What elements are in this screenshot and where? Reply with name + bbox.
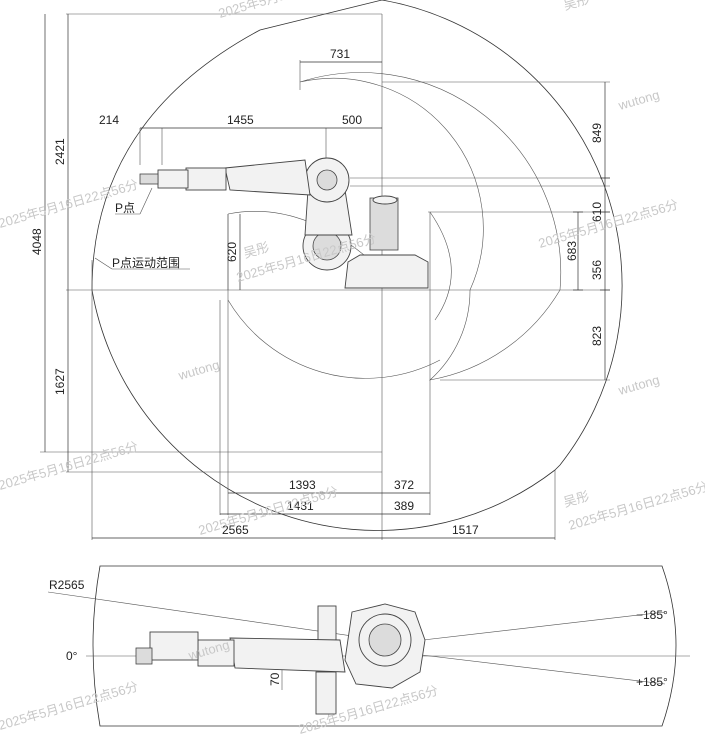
annotations: P点 P点运动范围	[94, 187, 190, 270]
wrist-head	[157, 169, 189, 189]
watermark-user: wutong	[616, 372, 661, 398]
flange	[139, 173, 159, 185]
dim-389: 389	[394, 499, 414, 513]
dim-1431: 1431	[287, 499, 314, 513]
dim-849: 849	[590, 123, 604, 143]
robot-motor	[369, 197, 399, 251]
dim-4048: 4048	[30, 228, 44, 255]
outer-envelope-arc	[91, 0, 623, 531]
arm-top	[229, 637, 346, 673]
dim-1455: 1455	[227, 113, 254, 127]
angle-plus-line	[379, 649, 666, 685]
watermark-user: wutong	[616, 87, 661, 113]
dim-372: 372	[394, 478, 414, 492]
dim-620: 620	[225, 242, 239, 262]
dimension-lines	[44, 14, 610, 539]
reference-lines	[40, 13, 610, 540]
flange-top	[135, 647, 153, 665]
radius-label: R2565	[49, 578, 85, 592]
p-range-label: P点运动范围	[112, 256, 180, 270]
dim-2421: 2421	[53, 138, 67, 165]
inner-reach-curve	[429, 211, 452, 321]
top-view-envelope	[92, 565, 677, 727]
watermark-date: 2025年5月16日22点56分	[0, 679, 140, 733]
watermark-user: wutong	[176, 357, 221, 383]
upper-arm	[224, 159, 311, 196]
dim-683: 683	[565, 241, 579, 261]
dim-1517: 1517	[452, 523, 479, 537]
angle-plus-label: +185°	[636, 675, 668, 689]
dim-214: 214	[99, 113, 119, 127]
robot-top-view	[135, 603, 426, 715]
dim-1627: 1627	[53, 368, 67, 395]
dim-731: 731	[330, 47, 350, 61]
wrist	[185, 167, 227, 191]
p-point-label: P点	[115, 201, 135, 215]
dim-2565: 2565	[222, 523, 249, 537]
lower-envelope-arc	[227, 299, 441, 379]
inner-envelope-arc	[299, 72, 561, 381]
robot-side-view	[139, 157, 429, 289]
watermark-name: 吴彤	[562, 488, 591, 510]
dim-823: 823	[590, 326, 604, 346]
watermark-name: 吴彤	[242, 239, 271, 261]
tool-top	[149, 631, 199, 661]
offset-label: 70	[268, 672, 282, 686]
dimension-labels: 731 214 1455 500 849 610 683 356 823 404…	[30, 47, 604, 537]
angle-zero-label: 0°	[66, 649, 78, 663]
robot-base	[344, 254, 429, 289]
dim-610: 610	[590, 202, 604, 222]
dim-500: 500	[342, 113, 362, 127]
angle-minus-line	[379, 611, 666, 646]
top-view: R2565 0° −185° +185° 70	[47, 565, 690, 727]
watermark-date: 2025年5月16日22点56分	[537, 197, 680, 251]
watermark-date: 2025年5月16日22点56分	[197, 484, 340, 538]
angle-minus-label: −185°	[636, 608, 668, 622]
watermark-date: 2025年5月16日22点56分	[0, 439, 140, 493]
dim-356: 356	[590, 260, 604, 280]
motor-bottom	[315, 671, 337, 715]
dim-1393: 1393	[289, 478, 316, 492]
watermark-name: 吴彤	[562, 0, 591, 13]
watermark-date: 2025年5月16日22点56分	[567, 479, 705, 533]
